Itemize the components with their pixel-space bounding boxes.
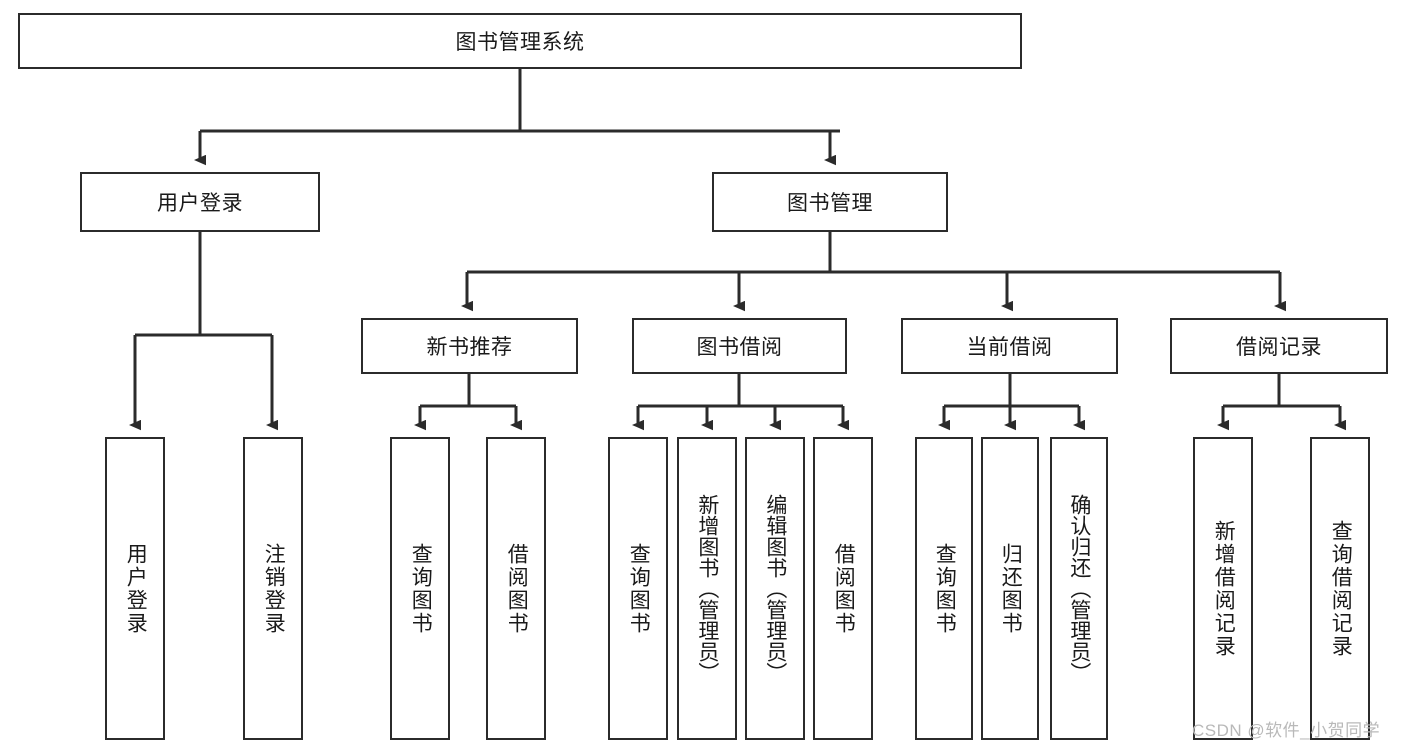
- node-borrow-record[interactable]: 借阅记录: [1170, 318, 1388, 374]
- node-leaf-borrow-book[interactable]: 借阅图书: [813, 437, 873, 740]
- node-leaf-query-book-current[interactable]: 查询图书: [915, 437, 973, 740]
- node-leaf-borrow-book-rec[interactable]: 借阅图书: [486, 437, 546, 740]
- node-leaf-user-login[interactable]: 用户登录: [105, 437, 165, 740]
- node-book-borrow[interactable]: 图书借阅: [632, 318, 847, 374]
- node-leaf-query-borrow-record[interactable]: 查询借阅记录: [1310, 437, 1370, 740]
- node-leaf-user-logout[interactable]: 注销登录: [243, 437, 303, 740]
- node-leaf-return-book[interactable]: 归还图书: [981, 437, 1039, 740]
- node-leaf-query-book-borrow[interactable]: 查询图书: [608, 437, 668, 740]
- node-leaf-edit-book-admin[interactable]: 编辑图书（管理员）: [745, 437, 805, 740]
- csdn-watermark: CSDN @软件_小贺同学: [1192, 721, 1381, 740]
- node-current-borrow[interactable]: 当前借阅: [901, 318, 1118, 374]
- node-leaf-add-borrow-record[interactable]: 新增借阅记录: [1193, 437, 1253, 740]
- node-book-manage[interactable]: 图书管理: [712, 172, 948, 232]
- node-new-book-recommendation[interactable]: 新书推荐: [361, 318, 578, 374]
- node-leaf-add-book-admin[interactable]: 新增图书（管理员）: [677, 437, 737, 740]
- node-leaf-confirm-return-admin[interactable]: 确认归还（管理员）: [1050, 437, 1108, 740]
- node-root[interactable]: 图书管理系统: [18, 13, 1022, 69]
- node-leaf-query-book-rec[interactable]: 查询图书: [390, 437, 450, 740]
- node-user-login[interactable]: 用户登录: [80, 172, 320, 232]
